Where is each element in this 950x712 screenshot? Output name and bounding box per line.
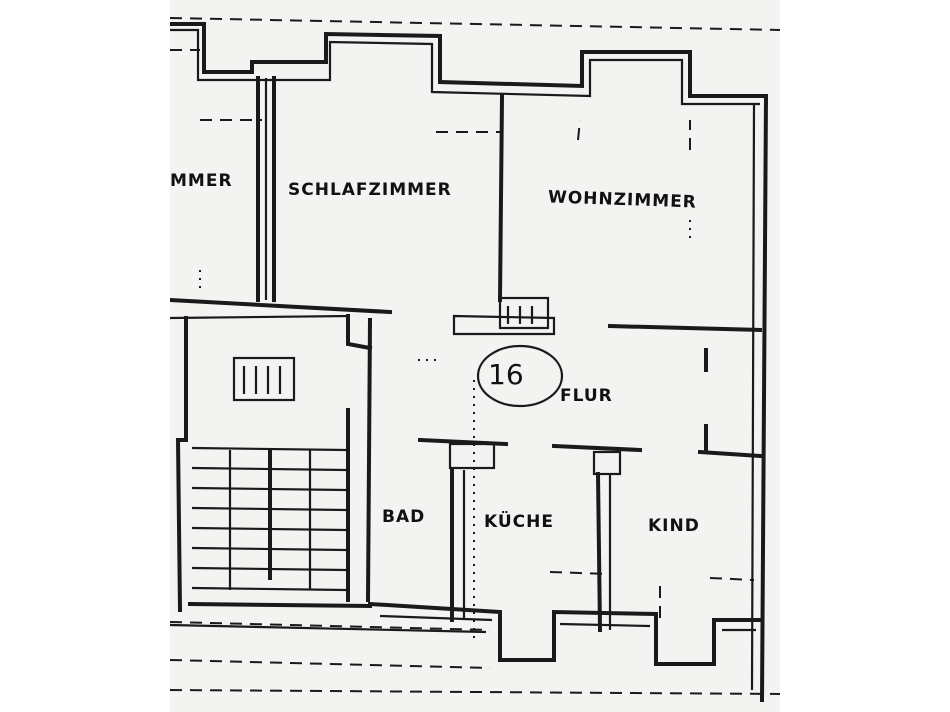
wall-zimmer-schlafzimmer <box>256 76 276 302</box>
top-dashed-outline <box>170 17 780 31</box>
wall-bad-kueche <box>417 437 509 622</box>
room-label-bad: BAD <box>382 507 426 527</box>
wall-kueche-kind <box>551 443 643 633</box>
unit-number-circle <box>476 344 564 408</box>
room-label-kueche: KÜCHE <box>484 512 554 532</box>
unit-number: 16 <box>488 358 524 391</box>
room-label-schlafzimmer: SCHLAFZIMMER <box>288 180 452 200</box>
exterior-east-wall <box>759 93 769 703</box>
elevator-symbol <box>232 356 296 402</box>
stairwell <box>175 314 373 613</box>
room-label-flur: FLUR <box>560 386 613 406</box>
floor-plan: MMER SCHLAFZIMMER WOHNZIMMER 16 FLUR BAD… <box>170 0 780 712</box>
exterior-north-wall <box>170 22 768 106</box>
wall-stairwell-top <box>170 297 393 315</box>
exterior-south-wall <box>367 601 762 666</box>
chimney-block-top <box>452 314 556 336</box>
floor-plan-drawing <box>170 17 780 703</box>
room-label-zimmer: MMER <box>170 171 233 191</box>
wall-schlafzimmer-wohnzimmer <box>497 93 505 303</box>
stair-treads <box>191 446 347 592</box>
wall-wohnzimmer-flur <box>607 323 763 333</box>
room-label-kind: KIND <box>648 516 700 536</box>
